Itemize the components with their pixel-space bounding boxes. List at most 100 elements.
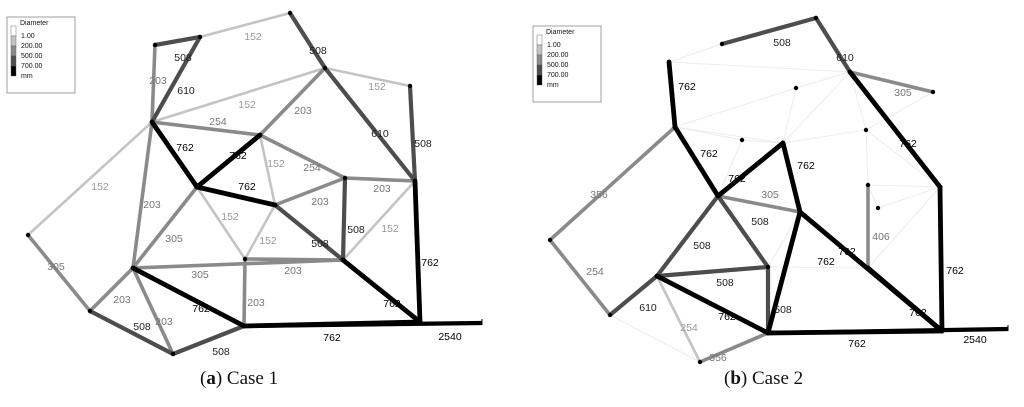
pipe-diameter-label: 356: [590, 189, 608, 201]
pipe-diameter-label: 762: [700, 148, 718, 160]
junction-node: [412, 178, 418, 184]
legend-swatch: [10, 35, 17, 47]
pipe-segment-unused: [782, 129, 867, 144]
junction-node: [865, 265, 871, 271]
pipe-segment: [131, 266, 175, 356]
pipe-diameter-label: 508: [773, 37, 791, 49]
junction-node: [793, 85, 799, 91]
pipe-diameter-label: 203: [113, 294, 131, 306]
pipe-segment: [322, 65, 418, 184]
legend-tick-label: 700.00: [547, 72, 569, 79]
junction-node: [797, 209, 803, 215]
pipe-diameter-label: 762: [192, 303, 210, 315]
pipe-diameter-label: 254: [680, 322, 698, 334]
pipe-segment: [26, 233, 92, 313]
pipe-segment-unused: [867, 184, 941, 188]
junction-node: [87, 308, 93, 314]
pipe-diameter-label: 508: [716, 277, 734, 289]
pipe-diameter-label: 762: [899, 138, 917, 150]
pipe-diameter-label: 152: [381, 223, 399, 235]
pipe-segment-unused: [782, 71, 851, 144]
pipe-segment: [149, 34, 203, 125]
caption-text: Case 1: [226, 368, 279, 389]
pipe-segment-unused: [674, 87, 797, 128]
pipe-diameter-label: 610: [371, 128, 389, 140]
junction-node: [241, 323, 247, 329]
junction-node: [863, 127, 869, 133]
junction-node: [937, 184, 943, 190]
pipe-diameter-label: 508: [347, 224, 365, 236]
junction-node: [875, 205, 881, 211]
legend-swatch: [10, 55, 17, 67]
pipe-diameter-label: 152: [368, 81, 386, 93]
pipe-segment: [150, 120, 262, 137]
pipe-diameter-label: 762: [323, 332, 341, 344]
legend-swatch: [10, 25, 17, 37]
pipe-segment: [243, 257, 345, 262]
pipe-segment-unused: [717, 139, 743, 197]
pipe-segment: [258, 133, 277, 207]
pipe-diameter-label: 762: [728, 173, 746, 185]
junction-node: [607, 312, 613, 318]
junction-node: [719, 41, 725, 47]
pipe-segment: [715, 193, 771, 270]
pipe-segment-unused: [865, 129, 941, 188]
pipe-diameter-label: 203: [149, 75, 167, 87]
pipe-segment: [848, 70, 935, 94]
junction-node: [197, 34, 203, 40]
pipe-segment: [607, 273, 660, 318]
legend-swatch: [10, 45, 17, 57]
junction-node: [407, 83, 413, 89]
pipe-segment: [865, 265, 945, 334]
junction-node: [194, 184, 200, 190]
junction-node: [654, 273, 660, 279]
pipe-segment-unused: [865, 129, 869, 186]
pipe-segment: [654, 273, 771, 336]
legend-unit: mm: [547, 82, 559, 89]
legend-tick-label: 200.00: [547, 52, 569, 59]
junction-node: [287, 10, 293, 16]
pipe-segment: [937, 184, 945, 334]
pipe-diameter-label: 152: [267, 158, 285, 170]
pipe-diameter-label: 305: [47, 261, 65, 273]
pipe-segment: [719, 15, 819, 47]
pipe-diameter-label: 610: [639, 302, 657, 314]
pipe-segment: [242, 257, 247, 328]
pipe-diameter-label: 610: [177, 85, 195, 97]
pipe-diameter-label: 254: [209, 116, 227, 128]
junction-node: [547, 237, 553, 243]
pipe-segment: [716, 194, 802, 214]
pipe-diameter-label: 203: [155, 316, 173, 328]
caption-letter: a: [206, 368, 216, 389]
pipe-segment: [340, 175, 348, 263]
legend-swatch: [536, 44, 543, 56]
pipe-diameter-label: 508: [174, 52, 192, 64]
pipe-segment: [343, 176, 417, 183]
pipe-diameter-label: 508: [751, 216, 769, 228]
junction-node: [765, 264, 771, 270]
junction-node: [340, 257, 346, 263]
pipe-lines: [548, 15, 1009, 364]
pipe-segment: [780, 140, 803, 215]
legend-tick-label: 200.00: [21, 43, 43, 50]
pipe-diameter-label: 610: [836, 52, 854, 64]
caption-letter: b: [730, 368, 741, 389]
junction-node: [149, 119, 155, 125]
pipe-segment: [666, 59, 678, 130]
junction-node: [715, 193, 721, 199]
pipe-segment: [198, 11, 292, 39]
legend-swatch: [10, 65, 17, 77]
outlet-pipe: [243, 320, 483, 329]
pipe-diameter-label: 305: [761, 189, 779, 201]
pipe-segment: [194, 132, 263, 190]
pipe-diameter-label: 152: [221, 211, 239, 223]
legend-tick-label: 1.00: [547, 42, 561, 49]
pipe-segment: [813, 15, 853, 75]
pipe-diameter-label: 508: [309, 45, 327, 57]
pipe-segment: [26, 120, 154, 237]
junction-node: [170, 351, 176, 357]
caption-text: Case 2: [751, 368, 804, 389]
junction-node: [417, 319, 423, 325]
junction-node: [272, 202, 278, 208]
